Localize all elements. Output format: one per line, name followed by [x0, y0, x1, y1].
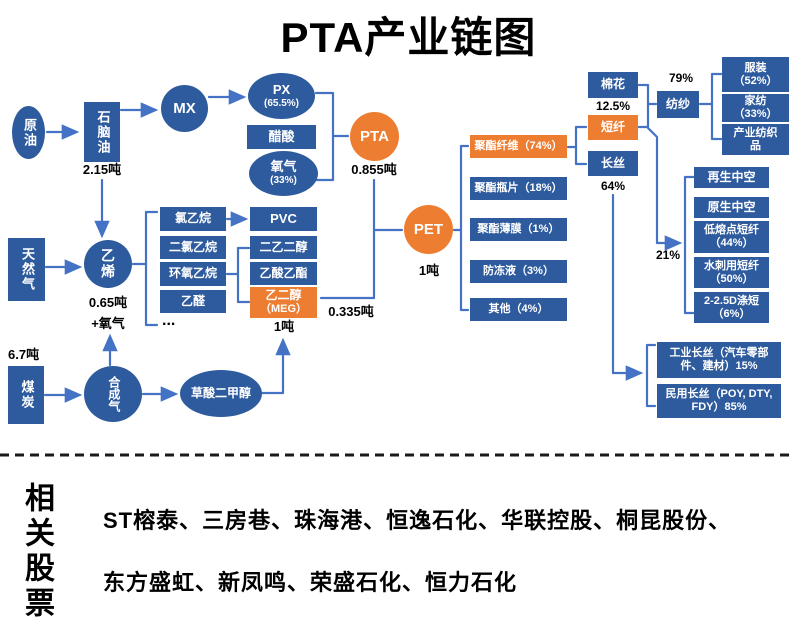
label-cotton-pct: 12.5%	[595, 99, 631, 113]
node-ethylene: 乙烯	[84, 240, 132, 288]
node-low-melt-staple: 低熔点短纤（44%）	[694, 221, 769, 253]
node-chloroethane: 氯乙烷	[160, 207, 226, 231]
node-antifreeze: 防冻液（3%）	[470, 260, 567, 283]
node-spunlace-staple: 水刺用短纤（50%）	[694, 257, 769, 288]
node-polyester-film: 聚酯薄膜（1%）	[470, 218, 567, 241]
node-recycled-hollow: 再生中空	[694, 167, 769, 188]
node-ethyl-acetate: 乙酸乙酯	[250, 262, 317, 285]
oxygen-label: 氧气	[270, 159, 297, 175]
node-coal: 煤炭	[8, 366, 44, 424]
node-crude-oil: 原油	[12, 106, 45, 159]
node-meg: 乙二醇 （MEG）	[250, 287, 317, 318]
node-civil-filament: 民用长丝（POY, DTY, FDY）85%	[657, 384, 781, 418]
footer-stocks-line1: ST榕泰、三房巷、珠海港、恒逸石化、华联控股、桐昆股份、	[103, 508, 732, 533]
node-polyester-fiber: 聚酯纤维（74%）	[470, 135, 567, 158]
label-meg-qty: 1吨	[273, 319, 295, 334]
node-ethylene-oxide: 环氧乙烷	[160, 262, 226, 286]
node-home-textile: 家纺（33%）	[722, 94, 789, 122]
node-pet: PET	[404, 205, 453, 254]
node-pvc: PVC	[250, 207, 317, 231]
footer-header-related-stocks: 相关股票	[20, 482, 53, 622]
label-plus-oxygen: +氧气	[91, 316, 125, 331]
footer-stocks-line2: 东方盛虹、新凤鸣、荣盛石化、恒力石化	[103, 570, 518, 595]
node-pta: PTA	[350, 112, 399, 161]
label-naphtha-qty: 2.15吨	[82, 162, 122, 177]
node-apparel: 服装（52%）	[722, 57, 789, 92]
node-oxygen: 氧气 (33%)	[249, 151, 318, 196]
px-label: PX	[272, 81, 291, 97]
label-filament-pct: 64%	[600, 179, 626, 193]
meg-abbr: （MEG）	[259, 303, 308, 316]
node-syngas: 合成气	[84, 366, 142, 422]
label-coal-qty: 6.7吨	[8, 347, 40, 362]
node-acetaldehyde: 乙醛	[160, 290, 226, 313]
label-meg-to-pet-qty: 0.335吨	[328, 304, 374, 319]
node-mx: MX	[161, 85, 208, 132]
node-spinning: 纺纱	[657, 91, 699, 118]
node-acetic-acid: 醋酸	[247, 125, 316, 149]
node-natural-gas: 天然气	[8, 238, 45, 301]
node-filament: 长丝	[588, 151, 638, 176]
node-diethylene-glycol: 二乙二醇	[250, 236, 317, 259]
node-industrial-filament: 工业长丝（汽车零部件、建材）15%	[657, 342, 781, 378]
node-polyester-staple-2-25d: 2-2.5D涤短（6%）	[694, 292, 769, 323]
page-title: PTA产业链图	[280, 14, 537, 61]
label-pta-qty: 0.855吨	[351, 162, 397, 177]
node-staple-fiber: 短纤	[588, 115, 638, 140]
node-px: PX (65.5%)	[248, 73, 315, 119]
label-pet-qty: 1吨	[418, 263, 440, 278]
node-industrial-textile: 产业纺织品	[722, 124, 789, 155]
node-polyester-bottle-chip: 聚酯瓶片（18%）	[470, 177, 567, 200]
oxygen-share: (33%)	[270, 175, 297, 187]
label-spinning-pct: 79%	[668, 71, 694, 85]
node-naphtha: 石脑油	[84, 102, 120, 162]
meg-label: 乙二醇	[265, 288, 302, 303]
label-ethylene-qty: 0.65吨	[88, 295, 128, 310]
label-staple-pct: 21%	[655, 248, 681, 262]
node-virgin-hollow: 原生中空	[694, 197, 769, 218]
label-ellipsis: ...	[162, 312, 176, 329]
node-cotton: 棉花	[588, 72, 638, 98]
px-share: (65.5%)	[263, 97, 299, 109]
node-dichloroethane: 二氯乙烷	[160, 236, 226, 259]
node-dimethyl-oxalate: 草酸二甲醇	[180, 370, 262, 417]
node-others: 其他（4%）	[470, 298, 567, 321]
